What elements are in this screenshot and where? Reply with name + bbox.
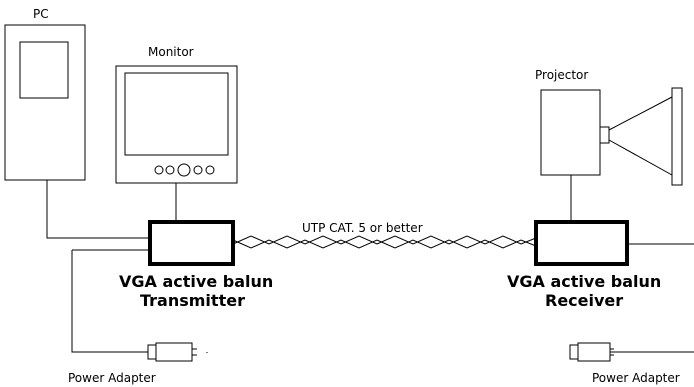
power-adapter-right-icon: [569, 342, 614, 362]
power-adapter-left-icon: [147, 342, 197, 362]
power-adapter-right-label: Power Adapter: [592, 371, 680, 385]
connection-lines: [46, 175, 694, 353]
receiver-label-line1: VGA active balun: [507, 272, 661, 291]
pc-label: PC: [33, 7, 49, 21]
transmitter-label-line1: VGA active balun: [119, 272, 273, 291]
projector-label: Projector: [535, 68, 588, 82]
cable-label: UTP CAT. 5 or better: [302, 221, 423, 235]
projector-device: [540, 87, 683, 186]
utp-cable: [232, 235, 537, 249]
transmitter-label-line2: Transmitter: [140, 291, 245, 310]
monitor-device: [115, 65, 238, 184]
pc-device: [4, 24, 86, 181]
receiver-box: [534, 220, 629, 266]
monitor-label: Monitor: [148, 45, 194, 59]
transmitter-box: [148, 220, 235, 266]
receiver-label-line2: Receiver: [545, 291, 623, 310]
power-adapter-left-label: Power Adapter: [68, 371, 156, 385]
